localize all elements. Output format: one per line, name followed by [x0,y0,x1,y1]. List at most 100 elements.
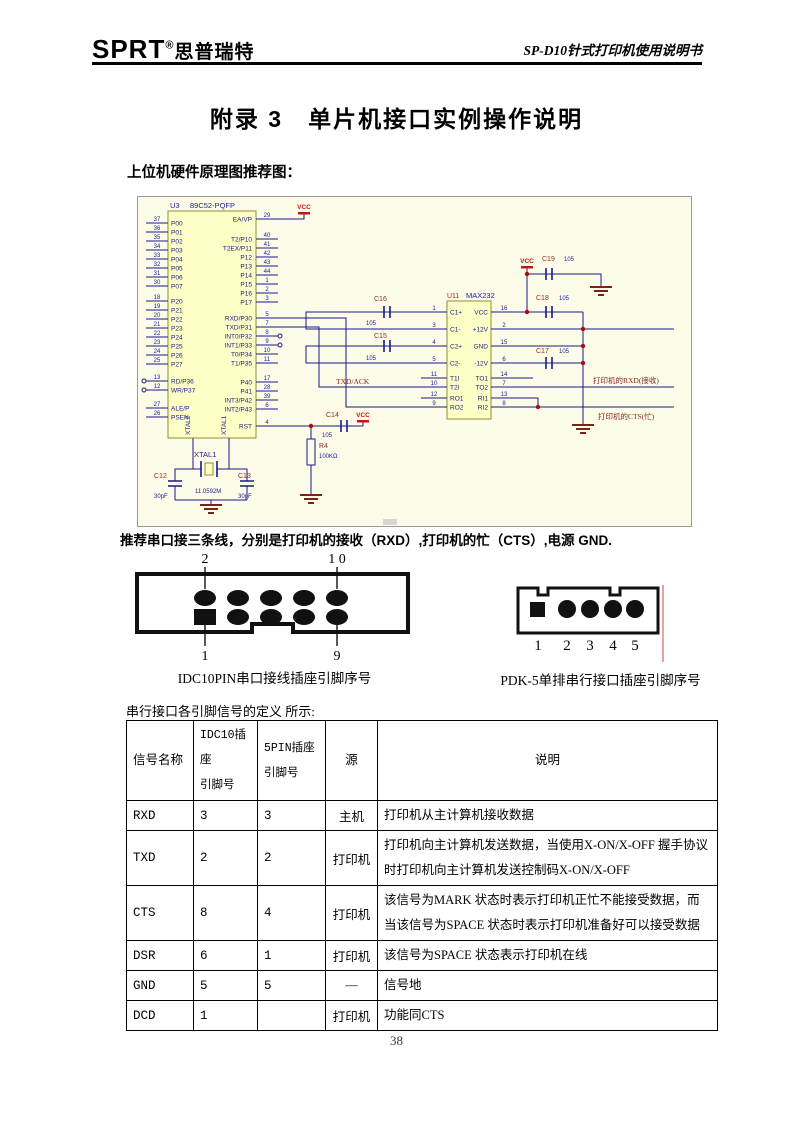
printer-rxd-label: 打印机的RXD(接收) [593,375,659,385]
pin-name: P23 [171,326,183,333]
pin-number: 35 [154,235,161,241]
pin-name: P06 [171,275,183,282]
idc10-pin2-number: 2 [202,552,209,567]
cell-idc10: 8 [193,885,258,941]
pin-number: 6 [265,403,269,409]
registered-mark: ® [165,39,175,52]
pin-name: C1- [450,327,460,334]
pin-name: P20 [171,299,183,306]
cell-5pin: 1 [257,940,326,971]
c17-val: 105 [559,349,570,355]
mcu-part: 89C52-PQFP [190,201,235,210]
crystal-symbol [200,461,218,477]
pdk5-num-4: 4 [609,638,617,654]
c18-val: 105 [559,296,570,302]
cell-source: — [325,970,378,1001]
idc10-outline [135,572,410,634]
pin-name: P00 [171,221,183,228]
pin-name: P12 [240,255,252,262]
page-header: SPRT®思普瑞特 SP-D10针式打印机使用说明书 [92,26,702,65]
pin-name: C2- [450,361,460,368]
pdk5-pin1-square [530,602,545,617]
pin-name: T2I [450,385,460,392]
table-header-row: 信号名称 IDC10插座 引脚号 5PIN插座 引脚号 源 说明 [126,720,718,801]
pin-number: 9 [265,339,269,345]
cell-idc10: 3 [193,800,258,831]
pin-name: WR/P37 [171,388,196,395]
pin-number: 12 [154,384,161,390]
scrollbar-thumb[interactable] [383,519,397,525]
pin-number: 43 [264,260,271,266]
pin-number: 11 [264,357,271,363]
pin-name: -12V [474,361,488,368]
pin-number: 25 [154,358,161,364]
cell-5pin [257,1000,326,1031]
cell-idc10: 5 [193,970,258,1001]
cell-idc10: 2 [193,830,258,886]
pin-number: 18 [154,295,161,301]
cell-desc: 打印机向主计算机发送数据，当使用X-ON/X-OFF 握手协议时打印机向主计算机… [377,830,718,886]
pin-name: P16 [240,291,252,298]
pin-name: RD/P36 [171,379,194,386]
mcu-port1-pins: 40T2/P1041T2EX/P1142P1243P1344P141P152P1… [223,233,278,307]
pin-name: C1+ [450,310,462,317]
cell-signal: GND [126,970,194,1001]
pin-name: T0/P34 [231,352,252,359]
idc10-pin1-square [194,609,216,625]
cell-source: 打印机 [325,940,378,971]
pin-number: 1 [432,306,436,312]
txd-ack-label: TXD/ACK [336,377,370,386]
cell-desc: 该信号为MARK 状态时表示打印机正忙不能接受数据，而当该信号为SPACE 状态… [377,885,718,941]
pin-name: P14 [240,273,252,280]
col-source: 源 [325,720,378,801]
c13-ref: C13 [238,473,251,480]
c19-ref: C19 [542,256,555,263]
pin-name: P26 [171,353,183,360]
mcu-chip-body [167,210,257,439]
wiring-note: 推荐串口接三条线，分别是打印机的接收（RXD）,打印机的忙（CTS）,电源 GN… [120,533,613,548]
pin-number: 34 [154,244,161,250]
pin-number: 31 [154,271,161,277]
pin-name: +12V [473,327,489,334]
pdk5-num-3: 3 [586,638,594,654]
page-title: 附录 3 单片机接口实例操作说明 [209,106,584,132]
pin-name: VCC [474,310,488,317]
pin-name: P01 [171,230,183,237]
pin-number: 3 [265,296,269,302]
max232-chip-body [446,300,492,420]
pin-number: 14 [501,372,508,378]
pin-name: P41 [240,389,252,396]
wires [174,214,674,505]
vcc-symbols: VCC VCC VCC [297,204,534,423]
col-idc10-pin: IDC10插座 引脚号 [193,720,258,801]
pin-name: ALE/P [171,406,189,413]
pin-number: 26 [154,411,161,417]
pin-number: 30 [154,280,161,286]
pin-name: P15 [240,282,252,289]
pin-number: 9 [432,401,436,407]
idc10-caption: IDC10PIN串口接线插座引脚序号 [177,671,372,686]
cell-idc10: 6 [193,940,258,971]
pin-number: 33 [154,253,161,259]
pin-name: RI1 [478,396,489,403]
pin-name: PSEN [171,415,189,422]
pin-name: RXD/P30 [225,316,252,323]
cell-desc: 该信号为SPACE 状态表示打印机在线 [377,940,718,971]
pin-name: T2/P10 [231,237,252,244]
pin-number: 2 [265,287,269,293]
cell-5pin: 4 [257,885,326,941]
pin-number: 6 [502,357,506,363]
printer-cts-label: 打印机的CTS(忙) [598,411,655,421]
col-5pin-pin: 5PIN插座 引脚号 [257,720,326,801]
pin-number: 40 [264,233,271,239]
cell-5pin: 2 [257,830,326,886]
cell-desc: 信号地 [377,970,718,1001]
pin-name: T1I [450,376,460,383]
pin-number: 28 [264,385,271,391]
document-title: SP-D10针式打印机使用说明书 [523,43,703,58]
c15-ref: C15 [374,333,387,340]
